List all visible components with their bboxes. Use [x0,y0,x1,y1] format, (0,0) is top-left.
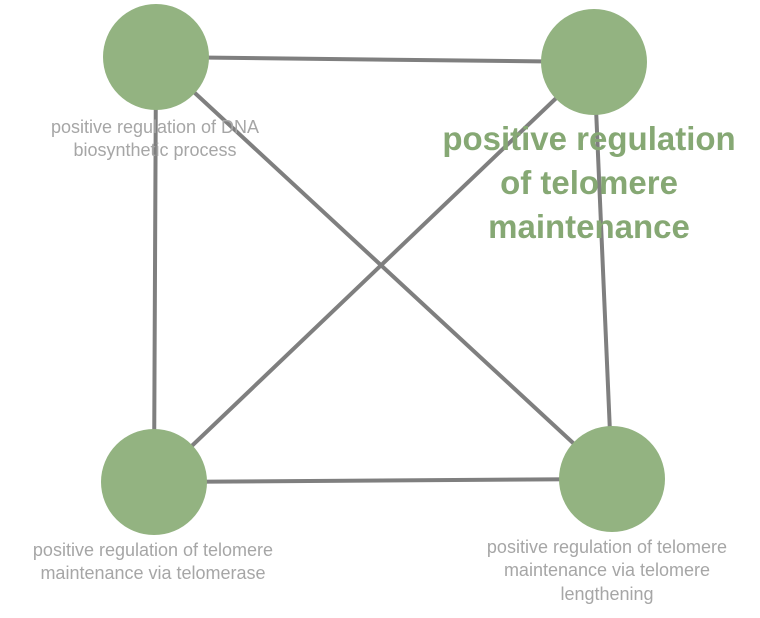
label-line: maintenance via telomerase [40,563,266,584]
node-label-dna-biosynthesis: positive regulation of DNA biosynthetic … [10,116,300,163]
label-line: biosynthetic process [73,140,237,161]
node-label-via-lengthening: positive regulation of telomere maintena… [452,536,760,606]
nodes-layer [101,4,665,535]
node-via-telomerase[interactable] [101,429,207,535]
edge-dna-biosynthesis-via-telomerase [152,55,158,484]
label-line: lengthening [560,583,654,604]
node-dna-biosynthesis[interactable] [103,4,209,110]
edge-telomere-maintenance-via-telomerase [152,60,596,484]
label-line: maintenance [488,207,690,245]
node-label-telomere-maintenance: positive regulation of telomere maintena… [410,117,760,249]
label-line: of telomere [500,163,678,201]
node-label-via-telomerase: positive regulation of telomere maintena… [0,539,306,586]
label-line: positive regulation of DNA [50,117,260,137]
node-telomere-maintenance[interactable] [541,9,647,115]
edges-layer [152,55,614,484]
edge-dna-biosynthesis-via-lengthening [154,55,614,481]
label-line: positive regulation [442,120,736,157]
node-via-lengthening[interactable] [559,426,665,532]
label-line: maintenance via telomere [503,560,711,581]
label-line: positive regulation of telomere [32,540,274,560]
label-line: positive regulation of telomere [486,537,728,557]
edge-dna-biosynthesis-telomere-maintenance [154,55,596,64]
edge-via-telomerase-via-lengthening [152,477,614,484]
edge-telomere-maintenance-via-lengthening [592,60,614,481]
